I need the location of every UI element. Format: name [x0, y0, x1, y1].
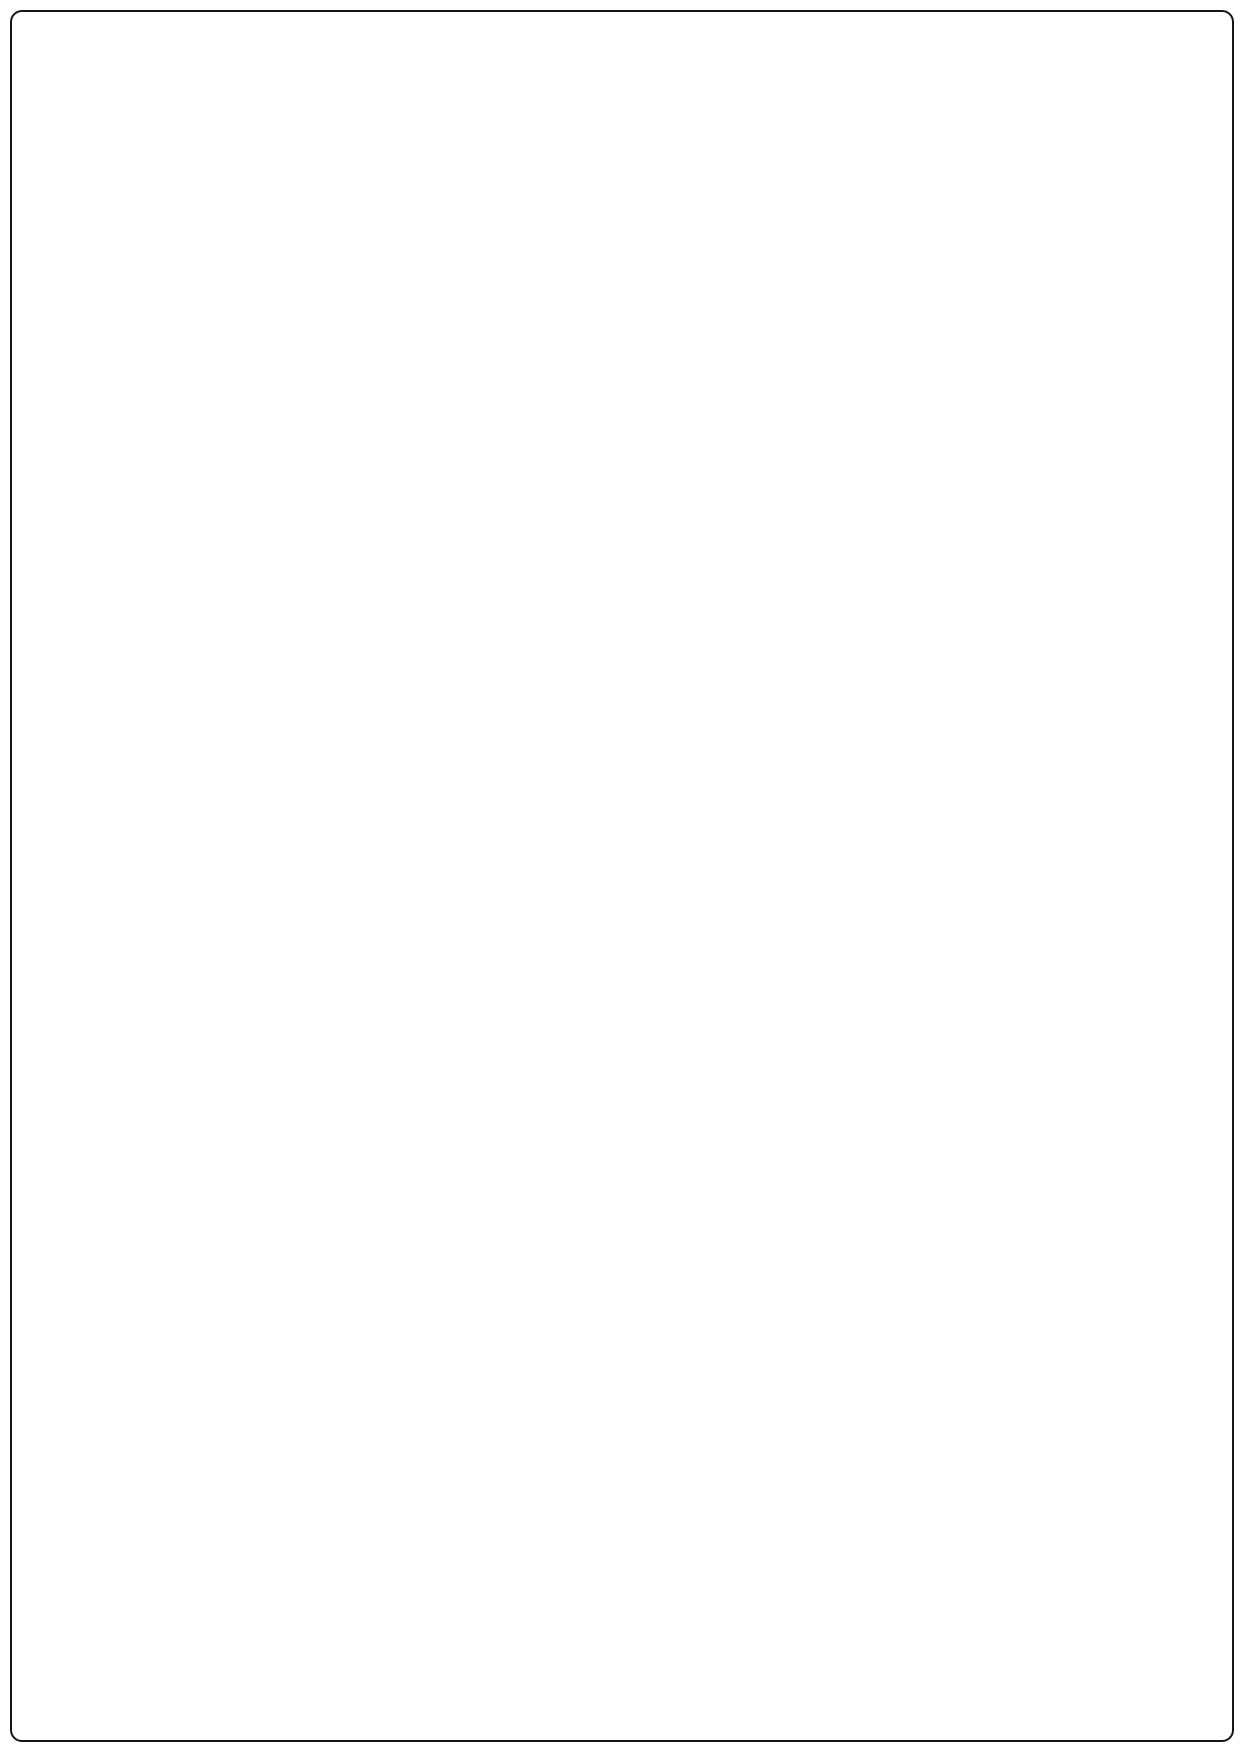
page-border: [10, 10, 1234, 1742]
